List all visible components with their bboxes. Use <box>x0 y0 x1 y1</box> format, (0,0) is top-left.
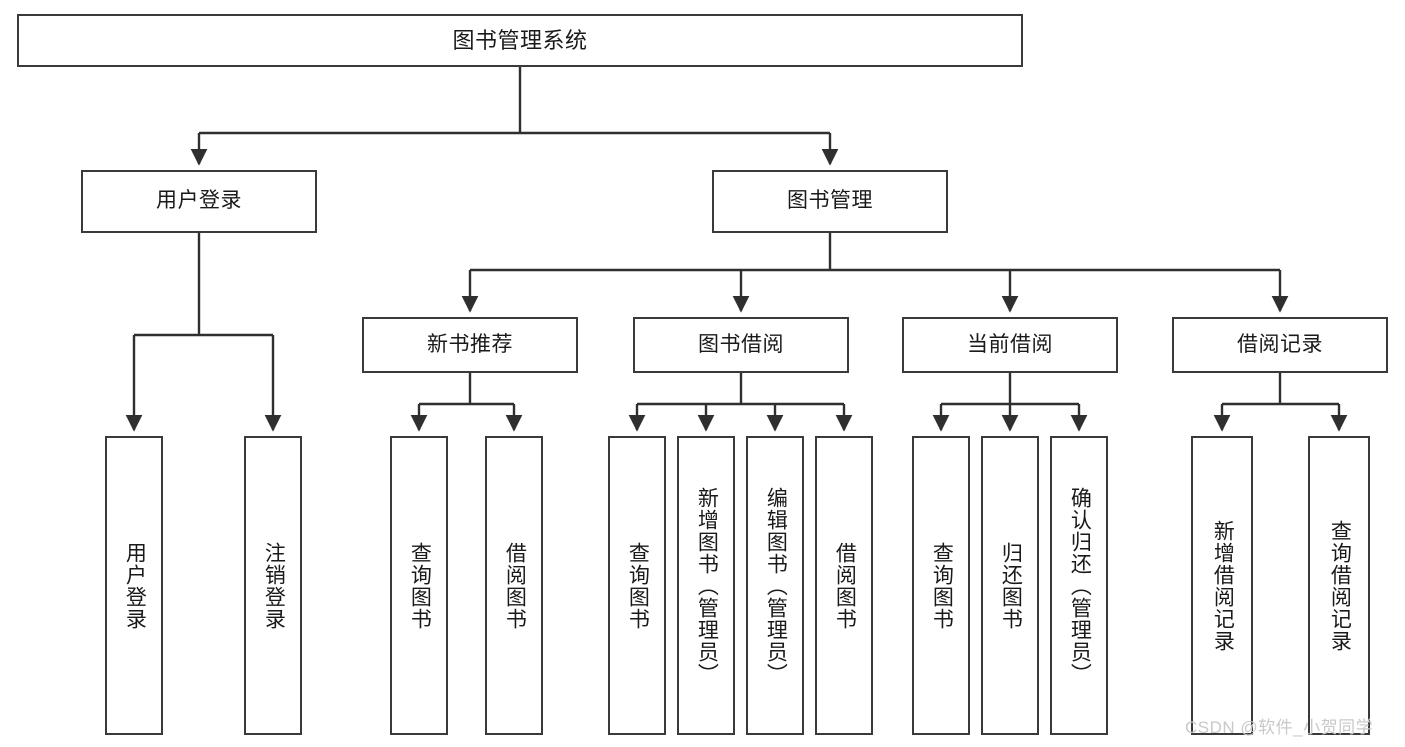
node-label: 新书推荐 <box>427 332 513 356</box>
node-new-book-recommend[interactable]: 新书推荐 <box>362 317 578 373</box>
leaf-query-books-new[interactable]: 查询图书 <box>390 436 448 735</box>
node-label: 归还图书 <box>999 541 1023 630</box>
node-borrow-records[interactable]: 借阅记录 <box>1172 317 1388 373</box>
node-label: 注销登录 <box>262 541 286 630</box>
leaf-logout[interactable]: 注销登录 <box>244 436 302 735</box>
node-book-borrow[interactable]: 图书借阅 <box>633 317 849 373</box>
node-label: 编辑图书（管理员） <box>764 486 788 685</box>
node-user-login[interactable]: 用户登录 <box>81 170 317 233</box>
node-label: 借阅图书 <box>503 541 527 630</box>
leaf-edit-book-admin[interactable]: 编辑图书（管理员） <box>746 436 804 735</box>
leaf-add-borrow-record[interactable]: 新增借阅记录 <box>1191 436 1253 735</box>
node-label: 确认归还（管理员） <box>1068 486 1092 685</box>
leaf-return-books[interactable]: 归还图书 <box>981 436 1039 735</box>
node-label: 查询借阅记录 <box>1328 519 1352 652</box>
leaf-confirm-return-admin[interactable]: 确认归还（管理员） <box>1050 436 1108 735</box>
node-label: 图书管理系统 <box>452 27 588 53</box>
leaf-user-login[interactable]: 用户登录 <box>105 436 163 735</box>
node-label: 查询图书 <box>930 541 954 630</box>
node-label: 新增借阅记录 <box>1211 519 1235 652</box>
node-label: 查询图书 <box>626 541 650 630</box>
leaf-borrow-books[interactable]: 借阅图书 <box>815 436 873 735</box>
node-root-system[interactable]: 图书管理系统 <box>17 14 1023 67</box>
node-label: 图书管理 <box>787 189 873 213</box>
leaf-add-book-admin[interactable]: 新增图书（管理员） <box>677 436 735 735</box>
node-label: 当前借阅 <box>967 332 1053 356</box>
leaf-borrow-books-new[interactable]: 借阅图书 <box>485 436 543 735</box>
node-label: 图书借阅 <box>698 332 784 356</box>
node-book-management[interactable]: 图书管理 <box>712 170 948 233</box>
watermark-text: CSDN @软件_小贺同学 <box>1185 718 1374 737</box>
node-label: 用户登录 <box>123 541 147 630</box>
leaf-query-books-current[interactable]: 查询图书 <box>912 436 970 735</box>
node-label: 新增图书（管理员） <box>695 486 719 685</box>
node-label: 查询图书 <box>408 541 432 630</box>
leaf-query-borrow-record[interactable]: 查询借阅记录 <box>1308 436 1370 735</box>
node-label: 借阅记录 <box>1237 332 1323 356</box>
leaf-query-books-borrow[interactable]: 查询图书 <box>608 436 666 735</box>
node-label: 用户登录 <box>156 189 242 213</box>
node-label: 借阅图书 <box>833 541 857 630</box>
node-current-borrow[interactable]: 当前借阅 <box>902 317 1118 373</box>
